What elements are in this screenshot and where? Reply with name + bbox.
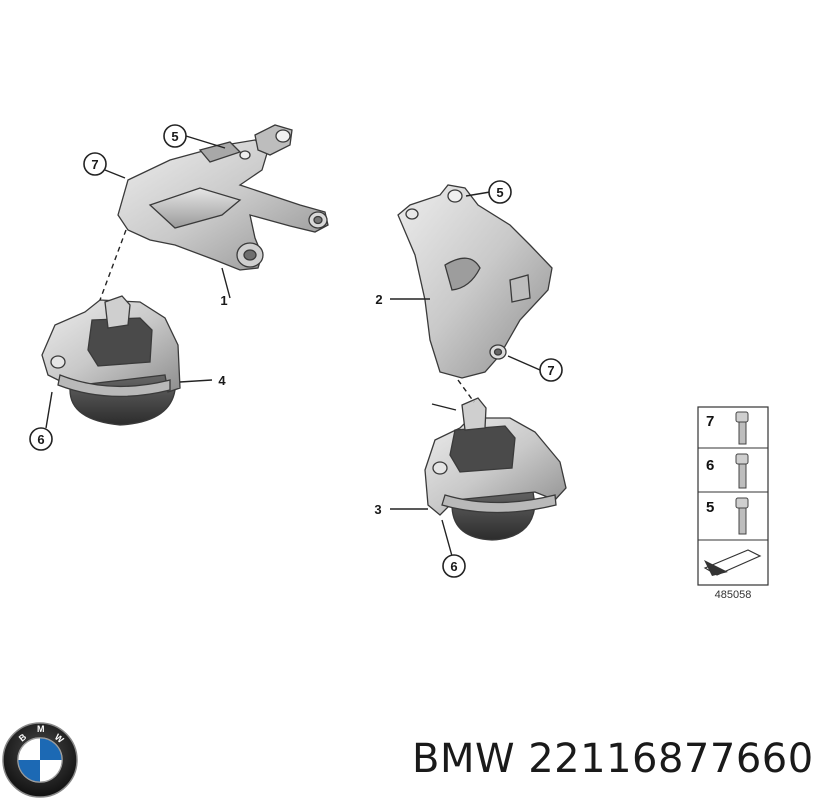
callout-5-top-label: 5 bbox=[171, 129, 178, 144]
callout-6-left: 6 bbox=[29, 427, 53, 451]
callout-5-top: 5 bbox=[163, 124, 187, 148]
callout-1-label: 1 bbox=[220, 293, 227, 308]
bolt-6-icon bbox=[735, 453, 749, 489]
bolt-7-icon bbox=[735, 411, 749, 445]
callout-7-top-label: 7 bbox=[91, 157, 98, 172]
fastener-legend: 7 6 5 485058 bbox=[697, 406, 769, 601]
svg-text:M: M bbox=[37, 724, 45, 734]
callout-7-right: 7 bbox=[539, 358, 563, 382]
leader-lines bbox=[45, 135, 541, 557]
bolt-5-icon bbox=[735, 497, 749, 535]
callout-6-right: 6 bbox=[442, 554, 466, 578]
direction-arrow-icon bbox=[703, 549, 762, 576]
reference-code: 485058 bbox=[715, 589, 752, 601]
callout-6-right-label: 6 bbox=[450, 559, 457, 574]
callout-6-left-label: 6 bbox=[37, 432, 44, 447]
callout-7-right-label: 7 bbox=[547, 363, 554, 378]
callout-3-label: 3 bbox=[374, 502, 381, 517]
callout-5-right-label: 5 bbox=[496, 185, 503, 200]
legend-number-5: 5 bbox=[706, 499, 714, 516]
legend-number-6: 6 bbox=[706, 457, 714, 474]
callout-4-label: 4 bbox=[218, 373, 226, 388]
mounting-bracket-part-2 bbox=[397, 184, 553, 379]
callout-7-top: 7 bbox=[83, 152, 107, 176]
part-number-caption: BMW 22116877660 bbox=[412, 736, 814, 782]
callout-2-label: 2 bbox=[375, 292, 382, 307]
engine-mount-part-3 bbox=[424, 397, 567, 541]
callout-5-right: 5 bbox=[488, 180, 512, 204]
svg-text:B: B bbox=[17, 731, 29, 743]
bmw-logo-icon: B M W bbox=[2, 722, 78, 798]
engine-mount-part-4 bbox=[41, 295, 181, 426]
engine-bracket-part-1 bbox=[117, 124, 329, 271]
legend-number-7: 7 bbox=[706, 413, 714, 430]
